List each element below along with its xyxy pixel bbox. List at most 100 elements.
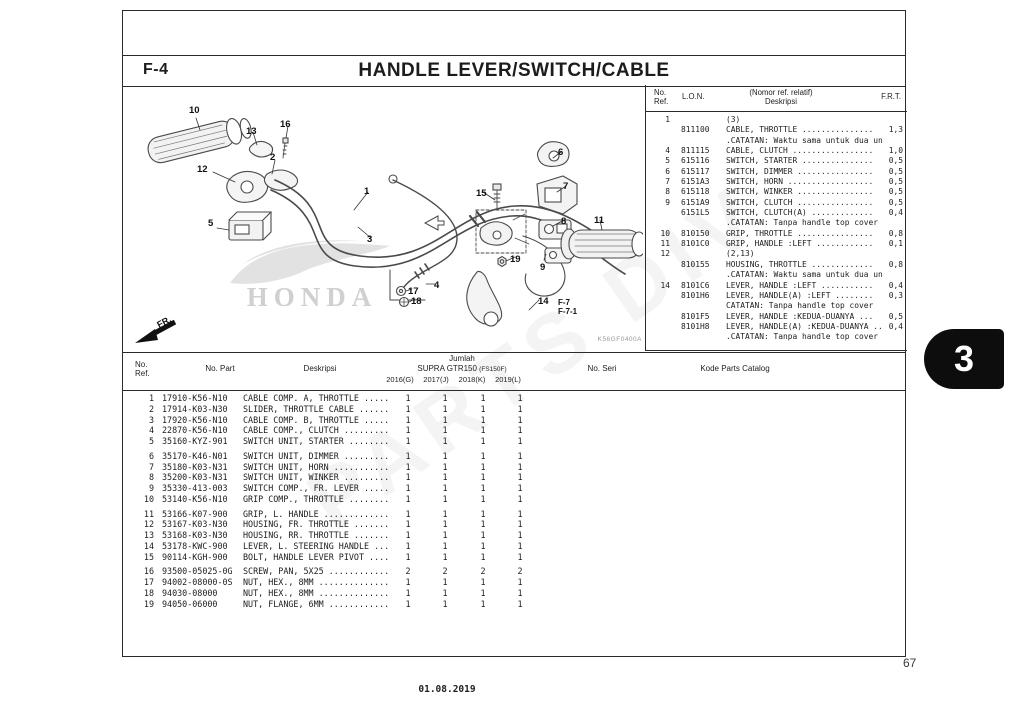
parts-cell-ref: 17	[143, 577, 154, 588]
parts-header-model: SUPRA GTR150 (FS150F)	[417, 364, 507, 373]
parts-cell-qty: 1	[405, 403, 411, 414]
parts-cell-qty: 1	[442, 588, 448, 598]
parts-table-header-line	[122, 390, 906, 391]
screw-16-art	[282, 137, 289, 159]
ref-table-row: .CATATAN: Tanpa handle top cover	[652, 332, 903, 342]
ref-table-row: CATATAN: Tanpa handle top cover	[652, 301, 903, 311]
f7-reference: F-7 F-7-1	[558, 298, 577, 316]
ref-cell-ref: 7	[665, 177, 670, 187]
parts-table-row: 17 94002-08000-0S NUT, HEX., 8MM .........…	[132, 577, 562, 588]
parts-cell-qty: 1	[405, 577, 411, 588]
parts-cell-qty: 1	[405, 425, 411, 436]
ref-table-row: .CATATAN: Tanpa handle top cover	[652, 218, 903, 228]
part-callout-9: 9	[540, 262, 546, 273]
ref-cell-frt	[883, 115, 903, 125]
ref-table-header-divider	[646, 111, 907, 112]
parts-cell-qty: 1	[517, 425, 523, 436]
parts-cell-desc: BOLT, HANDLE LEVER PIVOT ....	[243, 551, 390, 562]
parts-cell-ref: 13	[143, 530, 154, 541]
ref-cell-lon	[681, 332, 723, 342]
parts-cell-qty: 1	[442, 414, 448, 425]
part-callout-1: 1	[364, 186, 370, 197]
parts-cell-ref: 16	[143, 566, 154, 577]
ref-cell-lon: 6151A9	[681, 197, 710, 207]
parts-cell-desc: SWITCH UNIT, DIMMER .........	[243, 450, 390, 461]
parts-cell-qty: 1	[517, 461, 523, 472]
ref-cell-ref	[652, 125, 670, 135]
parts-cell-part: 35160-KYZ-901	[162, 436, 228, 447]
parts-cell-qty: 1	[442, 403, 448, 414]
section-tab-badge: 3	[924, 329, 1004, 389]
ref-table: No. Ref. L.O.N. (Nomor ref. relatif) Des…	[645, 85, 907, 351]
parts-cell-qty: 1	[405, 483, 411, 494]
ref-cell-desc: CABLE, CLUTCH .................	[726, 146, 874, 156]
parts-cell-qty: 1	[480, 414, 486, 425]
honda-wing-watermark	[230, 240, 390, 284]
parts-header-nopart: No. Part	[205, 364, 235, 373]
ref-cell-desc: CABLE, THROTTLE ...............	[726, 125, 874, 135]
parts-cell-desc: NUT, HEX., 8MM ..............	[243, 588, 390, 598]
parts-cell-desc: CABLE COMP., CLUTCH .........	[243, 425, 390, 436]
ref-cell-lon	[681, 301, 723, 311]
ref-cell-ref	[652, 312, 670, 322]
ref-cell-lon: 615116	[681, 156, 710, 166]
part-callout-12: 12	[197, 164, 208, 175]
parts-cell-qty: 1	[405, 436, 411, 447]
page-code: F-4	[143, 61, 169, 78]
parts-cell-ref: 10	[143, 494, 154, 504]
ref-table-header-lon: L.O.N.	[682, 92, 705, 101]
parts-cell-part: 53166-K07-900	[162, 508, 228, 519]
parts-cell-qty: 1	[517, 577, 523, 588]
ref-cell-lon: 811100	[681, 125, 710, 135]
parts-header-noref: No. Ref.	[135, 360, 150, 378]
part-callout-6: 6	[558, 147, 564, 158]
parts-cell-qty: 1	[442, 494, 448, 504]
ref-cell-desc: SWITCH, CLUTCH(A) .............	[726, 208, 874, 218]
parts-cell-qty: 1	[405, 530, 411, 541]
ref-cell-lon: 810150	[681, 228, 710, 238]
parts-cell-desc: NUT, HEX., 8MM ..............	[243, 577, 390, 588]
part-callout-14: 14	[538, 296, 549, 307]
ref-table-row: .CATATAN: Waktu sama untuk dua unit	[652, 270, 903, 280]
parts-header-year: 2016(G)	[386, 375, 414, 384]
ref-cell-ref	[652, 301, 670, 311]
ref-cell-desc: LEVER, HANDLE(A) :LEFT ........	[726, 290, 874, 300]
ref-cell-ref	[652, 322, 670, 332]
parts-cell-qty: 1	[517, 393, 523, 403]
ref-cell-frt: 0,5	[888, 187, 903, 197]
parts-cell-qty: 1	[405, 461, 411, 472]
parts-cell-qty: 1	[517, 494, 523, 504]
parts-cell-ref: 15	[143, 551, 154, 562]
parts-cell-desc: HOUSING, FR. THROTTLE .......	[243, 519, 390, 530]
ref-cell-desc: LEVER, HANDLE :LEFT ...........	[726, 280, 874, 290]
ref-cell-desc: SWITCH, CLUTCH ................	[726, 197, 874, 207]
ref-cell-frt: 0,5	[888, 311, 903, 321]
ref-cell-frt: 1,3	[888, 125, 903, 135]
parts-cell-qty: 1	[442, 450, 448, 461]
parts-cell-qty: 1	[442, 393, 448, 403]
part-callout-8: 8	[561, 216, 567, 227]
parts-cell-qty: 1	[480, 530, 486, 541]
ref-cell-ref: 10	[660, 228, 670, 238]
parts-cell-desc: LEVER, L. STEERING HANDLE ...	[243, 541, 390, 551]
parts-cell-qty: 1	[517, 598, 523, 609]
parts-cell-qty: 1	[405, 519, 411, 530]
parts-cell-desc: HOUSING, RR. THROTTLE .......	[243, 530, 390, 541]
parts-cell-part: 94002-08000-0S	[162, 577, 233, 588]
ref-cell-lon	[681, 270, 723, 280]
parts-cell-ref: 6	[148, 450, 154, 461]
parts-cell-part: 53140-K56-N10	[162, 494, 228, 504]
ref-cell-desc: .CATATAN: Tanpa handle top cover	[726, 218, 879, 228]
